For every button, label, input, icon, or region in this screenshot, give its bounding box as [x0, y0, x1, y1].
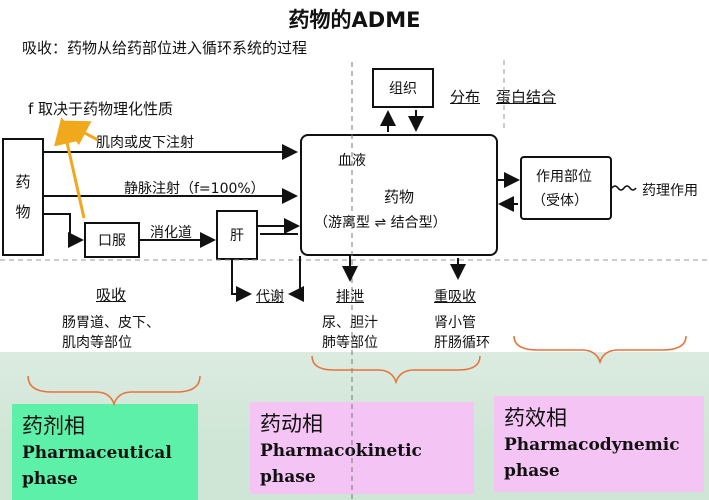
- label-distribution: 分布: [450, 88, 481, 106]
- factor-note: f 取决于药物理化性质: [28, 100, 174, 118]
- label-absorption: 吸收: [96, 286, 127, 304]
- label-protein-binding: 蛋白结合: [496, 88, 557, 106]
- brace-pharmacokinetic: [311, 355, 481, 385]
- excretion-sites-line2: 肺等部位: [322, 335, 378, 351]
- target-site-box: 作用部位 （受体）: [520, 156, 612, 220]
- reabsorption-sites-line1: 肾小管: [434, 315, 476, 331]
- brace-pharmaceutical: [27, 375, 201, 407]
- phase-pharmacodynamic-zh: 药效相: [504, 406, 567, 430]
- absorption-sites-line2: 肌肉等部位: [62, 335, 132, 351]
- phase-pharmacokinetic-zh: 药动相: [260, 412, 323, 436]
- blood-box: 血液 药物 （游离型 ⇌ 结合型）: [300, 134, 498, 256]
- drug-box: 药 物: [2, 138, 44, 256]
- arrow-metabolism: [231, 260, 252, 302]
- page-title: 药物的ADME: [288, 8, 421, 32]
- phase-pharmaceutical-en-line2: phase: [22, 469, 78, 489]
- excretion-sites-line1: 尿、胆汁: [322, 315, 378, 331]
- phase-pharmacodynamic: 药效相 Pharmacodynemic phase: [494, 396, 704, 492]
- liver-box: 肝: [216, 210, 258, 260]
- brace-pharmacodynamic: [513, 335, 687, 365]
- absorption-definition: 吸收：药物从给药部位进入循环系统的过程: [22, 39, 308, 57]
- phase-pharmacokinetic-en-line2: phase: [260, 467, 316, 487]
- phase-pharmacodynamic-en-line2: phase: [504, 461, 560, 481]
- phase-pharmacodynamic-en-line1: Pharmacodynemic: [504, 435, 680, 455]
- label-reabsorption: 重吸收: [434, 289, 476, 305]
- phase-pharmacokinetic-en-line1: Pharmacokinetic: [260, 441, 422, 461]
- label-metabolism: 代谢: [256, 289, 284, 305]
- label-effect: 药理作用: [642, 183, 698, 199]
- route-im-sc: 肌肉或皮下注射: [96, 135, 194, 151]
- target-site-line2: （受体）: [532, 193, 588, 209]
- phase-pharmaceutical: 药剂相 Pharmaceutical phase: [12, 404, 198, 500]
- blood-forms: （游离型 ⇌ 结合型）: [314, 215, 447, 231]
- arrow-to-oral: [44, 213, 84, 248]
- target-site-line1: 作用部位: [536, 169, 592, 185]
- phase-pharmacokinetic: 药动相 Pharmacokinetic phase: [250, 402, 474, 494]
- phase-pharmaceutical-en-line1: Pharmaceutical: [22, 443, 172, 463]
- label-excretion: 排泄: [336, 289, 364, 305]
- effect-squiggle: [611, 185, 637, 191]
- highlight-arrow-oral: [54, 117, 86, 219]
- reabsorption-sites-line2: 肝肠循环: [434, 335, 490, 351]
- route-iv: 静脉注射（f=100%）: [124, 181, 265, 197]
- oral-box: 口服: [84, 222, 140, 258]
- phase-pharmaceutical-zh: 药剂相: [22, 414, 85, 438]
- absorption-sites-line1: 肠胃道、皮下、: [62, 315, 160, 331]
- arrow-blood-metabolism: [288, 256, 304, 302]
- tissue-box: 组织: [372, 68, 434, 108]
- highlight-arrow-injection: [61, 120, 99, 146]
- blood-drug: 药物: [384, 188, 415, 206]
- route-gi: 消化道: [150, 225, 192, 241]
